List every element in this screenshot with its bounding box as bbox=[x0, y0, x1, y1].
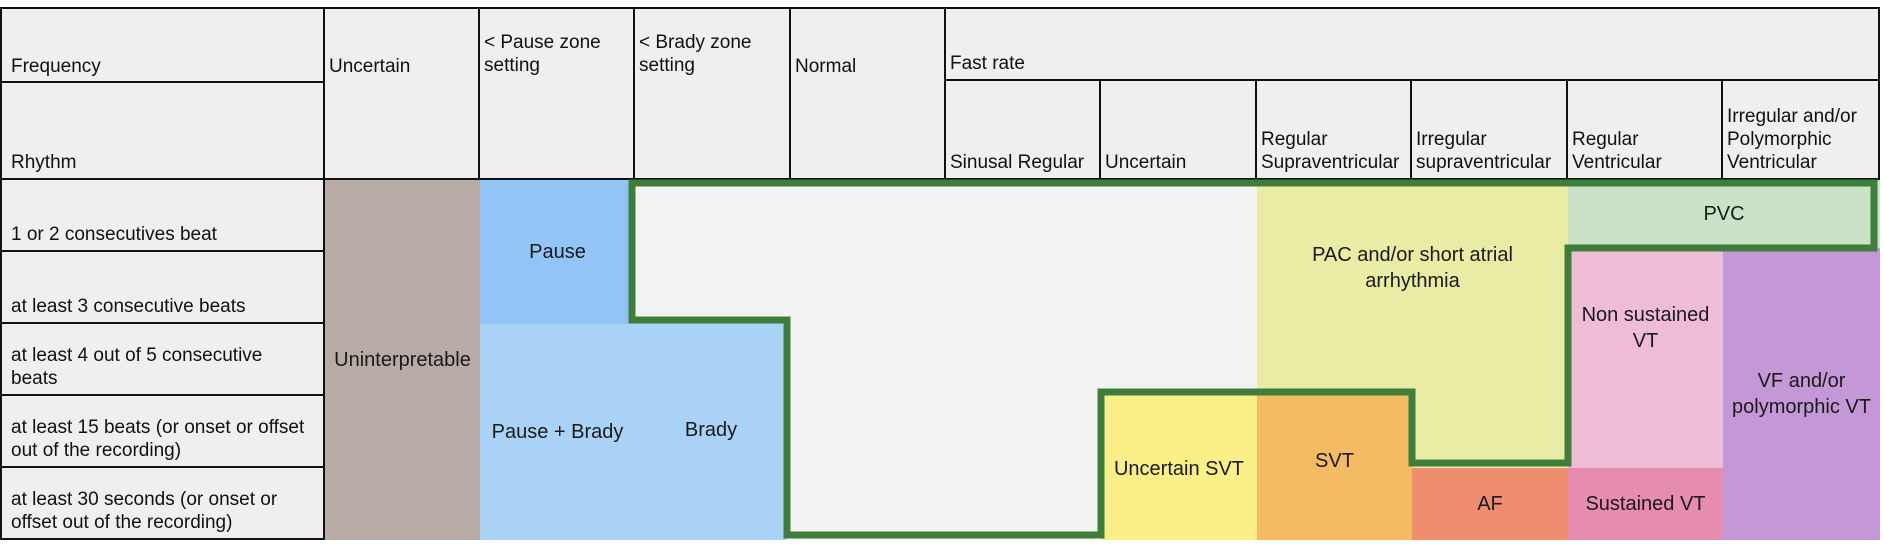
row-label-4: at least 15 beats (or onset or offset ou… bbox=[0, 396, 325, 468]
subheader-irregular-supraventricular: Irregular supraventricular bbox=[1412, 81, 1568, 180]
subheader-irregular-polymorphic-ventricular: Irregular and/or Polymorphic Ventricular bbox=[1723, 81, 1880, 180]
sustained-vt-zone: Sustained VT bbox=[1568, 468, 1723, 540]
pause-zone: Pause bbox=[480, 180, 635, 324]
header-normal: Normal bbox=[791, 7, 946, 180]
non-sustained-vt-zone: Non sustained VT bbox=[1568, 248, 1723, 468]
subheader-regular-ventricular: Regular Ventricular bbox=[1568, 81, 1723, 180]
svt-zone: SVT bbox=[1257, 392, 1412, 540]
row-label-2: at least 3 consecutive beats bbox=[0, 252, 325, 324]
uninterpretable-zone: Uninterpretable bbox=[325, 180, 480, 540]
uncertain-svt-zone: Uncertain SVT bbox=[1101, 392, 1257, 540]
header-brady-zone: < Brady zone setting bbox=[635, 7, 791, 180]
row-label-5: at least 30 seconds (or onset or offset … bbox=[0, 468, 325, 540]
subheader-uncertain: Uncertain bbox=[1101, 81, 1257, 180]
header-frequency-label: Frequency bbox=[11, 56, 101, 77]
pvc-zone: PVC bbox=[1568, 180, 1880, 248]
subheader-regular-supraventricular: Regular Supraventricular bbox=[1257, 81, 1412, 180]
header-uncertain: Uncertain bbox=[325, 7, 480, 180]
brady-zone: Brady bbox=[635, 320, 787, 540]
header-rhythm-label: Rhythm bbox=[11, 152, 77, 173]
pause-brady-zone: Pause + Brady bbox=[480, 324, 635, 540]
pac-zone-extension bbox=[1412, 396, 1568, 468]
row-label-3: at least 4 out of 5 consecutive beats bbox=[0, 324, 325, 396]
af-zone: AF bbox=[1412, 468, 1568, 540]
row-label-1: 1 or 2 consecutives beat bbox=[0, 180, 325, 252]
header-pause-zone: < Pause zone setting bbox=[480, 7, 635, 180]
header-frequency-rhythm: Frequency Rhythm bbox=[0, 7, 325, 180]
vf-polymorphic-vt-zone: VF and/or polymorphic VT bbox=[1723, 248, 1880, 540]
subheader-sinusal-regular: Sinusal Regular bbox=[946, 81, 1101, 180]
pac-zone: PAC and/or short atrial arrhythmia bbox=[1257, 180, 1568, 396]
header-fast-rate: Fast rate bbox=[946, 7, 1880, 81]
